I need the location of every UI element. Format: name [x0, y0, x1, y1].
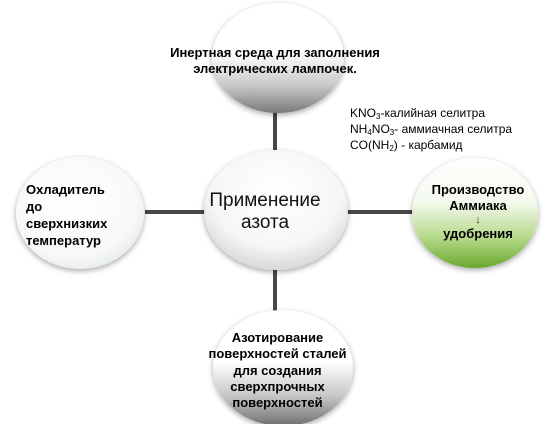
node-bottom-line: для создания — [233, 362, 322, 378]
node-right-circle — [412, 158, 538, 268]
formula-subscript: 4 — [367, 127, 372, 137]
formula-text: NH — [350, 121, 368, 136]
node-left-line: до — [26, 198, 43, 214]
node-bottom-label: Азотирование поверхностей сталей для соз… — [190, 330, 365, 411]
formula-line-potassium-nitrate: KNO3-калийная селитра — [350, 106, 545, 122]
node-right-label: Производство Аммиака ↓ удобрения — [418, 182, 538, 242]
formula-text: CO(NH — [350, 137, 390, 152]
node-left-line: Охладитель — [26, 182, 105, 197]
node-right-line: удобрения — [443, 225, 513, 241]
formula-subscript: 3 — [389, 127, 395, 137]
node-bottom-line: поверхностей сталей — [208, 346, 347, 362]
node-top-circle — [212, 3, 344, 113]
formula-description: - карбамид — [397, 137, 463, 152]
node-right-line: Аммиака — [449, 198, 507, 214]
node-right-line: Производство — [431, 182, 525, 197]
node-center-label: Применение азота — [190, 190, 340, 234]
formula-text: NO — [371, 121, 390, 136]
node-bottom-line: Азотирование — [231, 330, 324, 345]
formula-description: -калийная селитра — [380, 106, 486, 120]
formula-subscript: 3 — [376, 112, 381, 121]
node-top-label: Инертная среда для заполнения электричес… — [140, 45, 410, 76]
node-bottom-circle — [213, 310, 353, 424]
formula-text: KNO — [350, 106, 377, 120]
node-center-line: азота — [240, 211, 290, 233]
node-bottom-line: поверхностей — [232, 395, 323, 410]
formula-line-urea: CO(NH2) - карбамид — [350, 138, 545, 154]
formula-text: ) — [393, 137, 398, 152]
node-left-label: Охладитель до сверхнизких температур — [18, 182, 156, 250]
node-left-line: сверхнизких — [26, 215, 108, 231]
formula-line-ammonium-nitrate: NH4NO3- аммиачная селитра — [350, 122, 545, 138]
formula-subscript: 2 — [389, 143, 394, 153]
node-top-line: электрических лампочек. — [193, 60, 357, 76]
node-center-circle — [204, 150, 348, 270]
arrow-down-icon: ↓ — [475, 213, 481, 226]
node-left-circle — [16, 157, 144, 269]
formula-description: - аммиачная селитра — [394, 121, 513, 136]
node-center-line: Применение — [209, 190, 321, 211]
node-top-line: Инертная среда для заполнения — [170, 45, 380, 60]
fertilizer-formulas: KNO3-калийная селитра NH4NO3- аммиачная … — [350, 106, 545, 153]
node-left-line: температур — [26, 232, 101, 248]
node-bottom-line: сверхпрочных — [230, 378, 325, 394]
